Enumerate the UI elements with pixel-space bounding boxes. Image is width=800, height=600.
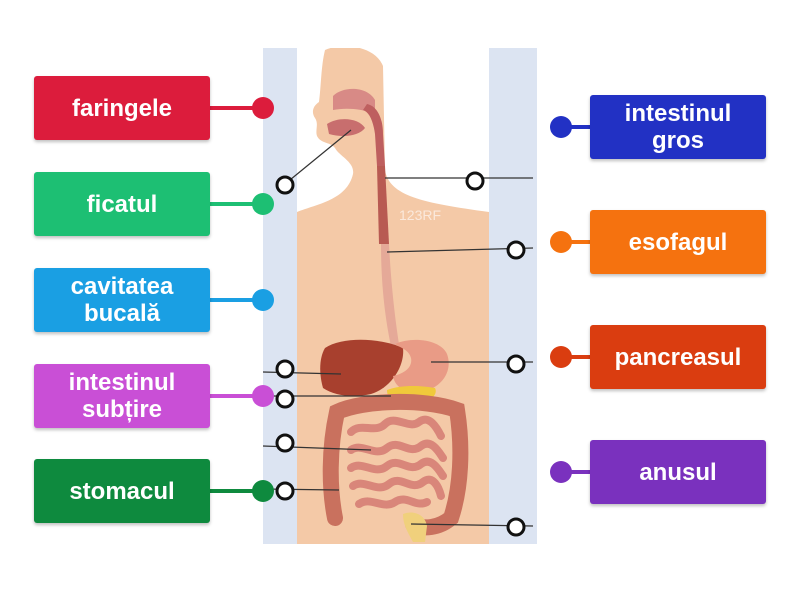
label-handle[interactable] xyxy=(550,231,572,253)
drop-target-9[interactable] xyxy=(506,517,526,537)
digestive-system-illustration: 123RF xyxy=(263,48,537,550)
label-handle[interactable] xyxy=(550,116,572,138)
label-connector xyxy=(210,298,258,302)
label-anusul[interactable]: anusul xyxy=(540,440,766,504)
esophagus xyxy=(377,166,389,244)
label-connector xyxy=(560,240,590,244)
label-handle[interactable] xyxy=(550,346,572,368)
stomach xyxy=(393,339,449,393)
label-cavitatea-bucala[interactable]: cavitatea bucală xyxy=(34,268,284,332)
label-box-faringele[interactable]: faringele xyxy=(34,76,210,140)
pharynx xyxy=(363,104,385,166)
drop-target-8[interactable] xyxy=(275,481,295,501)
label-faringele[interactable]: faringele xyxy=(34,76,284,140)
drop-target-3[interactable] xyxy=(506,240,526,260)
label-box-intestinul-subtire[interactable]: intestinul subțire xyxy=(34,364,210,428)
label-stomacul[interactable]: stomacul xyxy=(34,459,284,523)
label-box-intestinul-gros[interactable]: intestinul gros xyxy=(590,95,766,159)
label-connector xyxy=(560,470,590,474)
drop-target-2[interactable] xyxy=(465,171,485,191)
label-esofagul[interactable]: esofagul xyxy=(540,210,766,274)
nasal-cavity xyxy=(333,88,375,114)
esophagus-lower xyxy=(381,244,399,346)
oral-cavity xyxy=(327,119,365,136)
rectum xyxy=(403,512,427,542)
label-box-stomacul[interactable]: stomacul xyxy=(34,459,210,523)
label-connector xyxy=(210,394,258,398)
label-handle[interactable] xyxy=(252,385,274,407)
drop-target-4[interactable] xyxy=(275,359,295,379)
drop-target-1[interactable] xyxy=(275,175,295,195)
watermark: 123RF xyxy=(399,207,441,223)
drop-targets xyxy=(275,171,526,537)
label-connector xyxy=(210,202,258,206)
label-handle[interactable] xyxy=(252,193,274,215)
label-box-cavitatea-bucala[interactable]: cavitatea bucală xyxy=(34,268,210,332)
label-handle[interactable] xyxy=(252,97,274,119)
label-connector xyxy=(210,489,258,493)
drop-target-5[interactable] xyxy=(506,354,526,374)
label-pancreasul[interactable]: pancreasul xyxy=(540,325,766,389)
body-silhouette xyxy=(297,48,489,544)
label-intestinul-subtire[interactable]: intestinul subțire xyxy=(34,364,284,428)
label-connector xyxy=(560,355,590,359)
label-intestinul-gros[interactable]: intestinul gros xyxy=(540,95,766,159)
label-box-pancreasul[interactable]: pancreasul xyxy=(590,325,766,389)
label-connector xyxy=(560,125,590,129)
drop-target-7[interactable] xyxy=(275,433,295,453)
liver xyxy=(320,339,404,396)
label-handle[interactable] xyxy=(550,461,572,483)
label-handle[interactable] xyxy=(252,480,274,502)
label-box-esofagul[interactable]: esofagul xyxy=(590,210,766,274)
label-box-anusul[interactable]: anusul xyxy=(590,440,766,504)
label-connector xyxy=(210,106,258,110)
drop-target-6[interactable] xyxy=(275,389,295,409)
label-box-ficatul[interactable]: ficatul xyxy=(34,172,210,236)
label-handle[interactable] xyxy=(252,289,274,311)
label-ficatul[interactable]: ficatul xyxy=(34,172,284,236)
panel-right xyxy=(489,48,537,544)
